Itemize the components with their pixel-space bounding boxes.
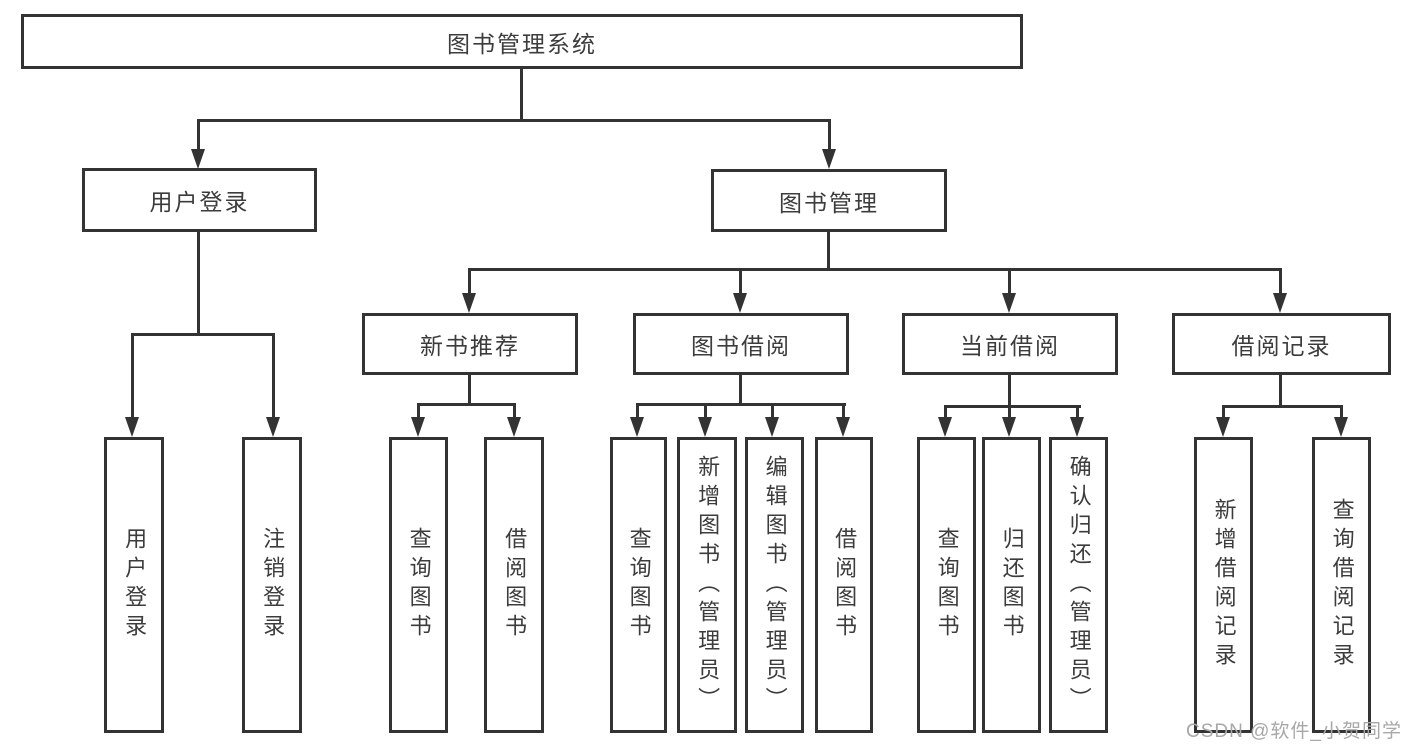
leaf-logout-node: 注销登录	[242, 437, 302, 733]
leaf-confirm-return-admin-label: 确认归还（管理员）	[1066, 454, 1092, 716]
leaf-borrow-books-node: 借阅图书	[484, 437, 544, 733]
arrow-down-icon	[125, 417, 139, 437]
arrow-down-icon	[836, 417, 850, 437]
group-current-borrow-label: 当前借阅	[960, 333, 1060, 359]
leaf-logout-label: 注销登录	[260, 527, 286, 643]
root-node-label: 图书管理系统	[447, 30, 597, 57]
arrow-down-icon	[411, 417, 425, 437]
leaf-borrow-books-label: 借阅图书	[832, 527, 858, 643]
root-node: 图书管理系统	[21, 14, 1023, 69]
connector-leaf-stem	[704, 403, 707, 420]
connector-leaf-stem	[131, 333, 134, 420]
connector-level2	[468, 268, 1282, 271]
leaf-query-books-node: 查询图书	[917, 437, 976, 733]
arrow-down-icon	[1002, 417, 1016, 437]
arrow-down-icon	[630, 417, 644, 437]
connector-book-mgmt-stem	[828, 119, 831, 153]
leaf-query-borrow-record-label: 查询借阅记录	[1329, 498, 1355, 672]
branch-user-login-node: 用户登录	[82, 168, 317, 232]
arrow-down-icon	[191, 149, 205, 169]
leaf-edit-books-admin-node: 编辑图书（管理员）	[745, 437, 804, 733]
connector-group-stem	[468, 268, 471, 297]
arrow-down-icon	[266, 417, 280, 437]
connector-group-stem	[1008, 268, 1011, 297]
arrow-down-icon	[462, 293, 476, 313]
connector-stub	[1279, 375, 1282, 408]
connector-leaf-stem	[1008, 405, 1011, 420]
arrow-down-icon	[1002, 293, 1016, 313]
connector-group-stem	[739, 268, 742, 297]
csdn-watermark: CSDN @软件_小贺同学	[1186, 721, 1402, 742]
branch-book-management-label: 图书管理	[779, 189, 879, 216]
connector-leaf-stem	[513, 403, 516, 420]
connector-leaf-stem	[771, 403, 774, 420]
leaf-borrow-books-node: 借阅图书	[815, 437, 873, 733]
arrow-down-icon	[1334, 417, 1348, 437]
connector-leaf-stem	[944, 405, 947, 420]
connector-level1	[197, 119, 831, 122]
arrow-down-icon	[938, 417, 952, 437]
connector-user-login-stem	[197, 119, 200, 153]
leaf-add-borrow-record-label: 新增借阅记录	[1211, 498, 1237, 672]
connector-stub	[468, 375, 471, 406]
connector-user-stub	[197, 232, 200, 335]
group-borrow-records-label: 借阅记录	[1231, 333, 1332, 359]
leaf-confirm-return-admin-node: 确认归还（管理员）	[1049, 437, 1108, 733]
leaf-user-login-label: 用户登录	[122, 527, 148, 643]
arrow-down-icon	[1070, 417, 1084, 437]
connector-leaf-stem	[272, 333, 275, 420]
branch-user-login-label: 用户登录	[149, 189, 250, 215]
group-current-borrow-node: 当前借阅	[902, 313, 1118, 375]
arrow-down-icon	[1216, 417, 1230, 437]
connector-root-stub	[520, 69, 523, 121]
group-new-book-recommend-node: 新书推荐	[362, 313, 578, 375]
connector-leaf-stem	[842, 403, 845, 420]
connector-children	[944, 405, 1081, 408]
connector-children	[636, 403, 846, 406]
connector-children	[1222, 405, 1343, 408]
leaf-return-books-label: 归还图书	[999, 527, 1025, 643]
leaf-query-borrow-record-node: 查询借阅记录	[1312, 437, 1371, 733]
group-book-borrow-node: 图书借阅	[633, 313, 849, 375]
connector-stub	[1008, 375, 1011, 408]
leaf-user-login-node: 用户登录	[104, 437, 164, 733]
branch-book-management-node: 图书管理	[711, 169, 947, 232]
leaf-query-books-node: 查询图书	[610, 437, 667, 733]
connector-leaf-stem	[1340, 405, 1343, 420]
connector-leaf-stem	[1222, 405, 1225, 420]
connector-leaf-stem	[1076, 405, 1079, 420]
leaf-query-books-label: 查询图书	[406, 527, 432, 643]
connector-mgmt-stub	[827, 232, 830, 270]
connector-leaf-stem	[636, 403, 639, 420]
leaf-borrow-books-label: 借阅图书	[502, 527, 528, 643]
arrow-down-icon	[733, 293, 747, 313]
connector-stub	[739, 375, 742, 406]
leaf-add-books-admin-node: 新增图书（管理员）	[677, 437, 737, 733]
leaf-return-books-node: 归还图书	[982, 437, 1041, 733]
group-new-book-recommend-label: 新书推荐	[420, 333, 520, 359]
arrow-down-icon	[698, 417, 712, 437]
connector-leaf-stem	[417, 403, 420, 420]
group-borrow-records-node: 借阅记录	[1172, 313, 1391, 375]
leaf-query-books-node: 查询图书	[389, 437, 448, 733]
connector-user-children	[131, 333, 275, 336]
arrow-down-icon	[822, 149, 836, 169]
connector-group-stem	[1279, 268, 1282, 297]
arrow-down-icon	[1273, 293, 1287, 313]
arrow-down-icon	[765, 417, 779, 437]
connector-children	[417, 403, 516, 406]
arrow-down-icon	[507, 417, 521, 437]
leaf-query-books-label: 查询图书	[934, 527, 960, 643]
leaf-add-borrow-record-node: 新增借阅记录	[1194, 437, 1253, 733]
leaf-edit-books-admin-label: 编辑图书（管理员）	[762, 454, 788, 716]
leaf-add-books-admin-label: 新增图书（管理员）	[695, 454, 721, 716]
leaf-query-books-label: 查询图书	[626, 527, 652, 643]
group-book-borrow-label: 图书借阅	[691, 333, 791, 359]
